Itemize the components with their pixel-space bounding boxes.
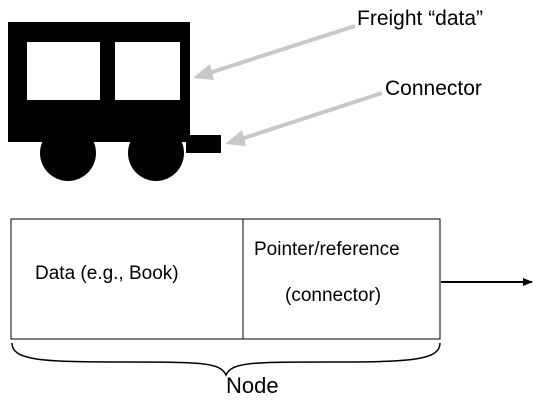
node-label: Node [226,373,279,398]
node-brace [11,342,441,377]
pointer-cell-label-line1: Pointer/reference [254,239,400,260]
freight-car-wheel-right [128,125,184,181]
pointer-cell-label-line2: (connector) [285,285,382,306]
freight-car-wheel-left [40,125,96,181]
data-cell-label: Data (e.g., Book) [35,263,179,284]
freight-car-window-right [115,42,180,100]
freight-car-window-left [27,42,100,100]
connector-label: Connector [385,77,482,100]
node-box-outline [10,218,441,340]
freight-data-label: Freight “data” [357,7,484,30]
freight-car-icon [8,22,221,181]
freight-car-coupler [186,135,221,153]
node-box [10,218,441,340]
connector-callout-arrow [225,91,383,146]
freight-callout-arrow [193,24,356,80]
